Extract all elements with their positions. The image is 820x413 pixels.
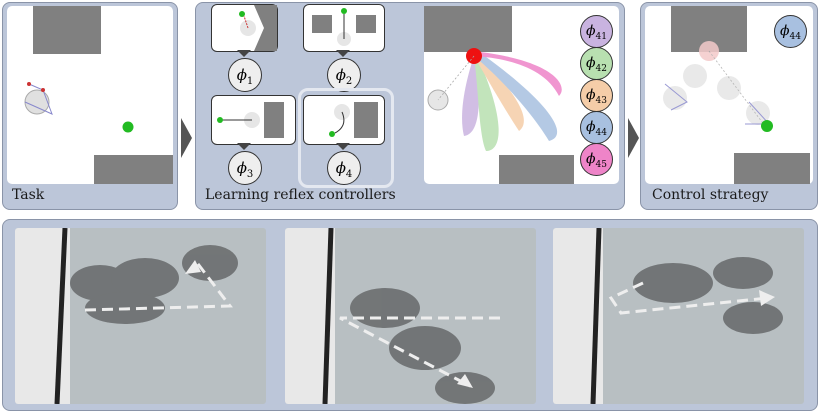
experiment-photo-2 [285,228,536,404]
controller-sub: 4 [345,169,353,180]
library-item: ϕ41 [580,15,613,48]
experiment-photo-3 [553,228,804,404]
goal-dot [761,120,773,132]
obstacle-bottom [499,155,574,184]
controller-node-4: ϕ4 [327,151,361,185]
controller-card-1 [211,4,278,52]
controller-card-2 [303,4,385,52]
controller-node-3: ϕ3 [228,151,262,185]
goal-dot [329,131,335,137]
obstacle-top [33,6,101,54]
controller-symbol: ϕ [335,159,346,177]
path-arrow [608,281,769,315]
obstacle-bottom [94,155,173,184]
controller-card-4 [303,95,385,145]
controller-sub: 1 [246,76,254,87]
library-item: ϕ44 [580,111,613,144]
selected-controller: ϕ44 [774,15,807,48]
path-arrow [339,316,500,388]
controller-symbol: ϕ [236,66,247,84]
petal-fan [462,52,562,151]
arrow-icon [181,118,192,158]
learning-caption: Learning reflex controllers [205,187,396,203]
task-scene [24,6,173,184]
library-item: ϕ45 [580,143,613,176]
controller-node-1: ϕ1 [228,58,262,92]
goal-dot [239,11,245,17]
goal-dot [341,8,347,14]
controller-sub: 2 [345,76,353,87]
strategy-caption: Control strategy [652,187,769,203]
controller-symbol: ϕ [335,66,346,84]
task-caption: Task [12,187,45,203]
controller-sub: 3 [246,169,254,180]
goal-dot [217,117,223,123]
robot-trajectory [663,41,771,127]
task-canvas [7,6,173,184]
arrow-icon [628,118,639,158]
robot-blur [350,288,495,404]
obstacle-bottom [734,153,810,184]
controller-node-2: ϕ2 [327,58,361,92]
obstacle-top [424,6,512,52]
robot-blur [633,257,783,334]
library-item: ϕ43 [580,79,613,112]
experiment-photo-1 [15,228,266,404]
library-item: ϕ42 [580,47,613,80]
controller-card-3 [211,95,296,145]
goal-dot [122,121,134,133]
controller-highlight [298,88,394,188]
path-arrow [84,259,233,312]
controller-symbol: ϕ [236,159,247,177]
robot-icon [24,82,53,115]
